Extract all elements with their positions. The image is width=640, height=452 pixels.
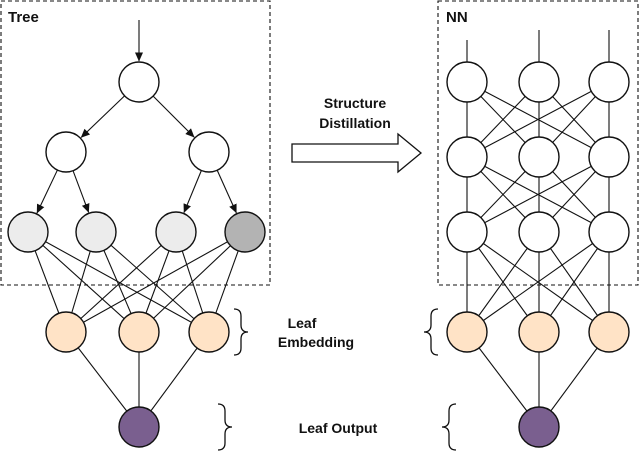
tree-output-node [118, 406, 160, 448]
tree-internal-node [45, 131, 87, 173]
leaf-embedding-brace-right [423, 308, 439, 356]
nn-edge [466, 81, 610, 158]
tree-embedding-node [188, 311, 230, 353]
tree-leaf-node-selected [224, 211, 266, 253]
leaf-embedding-label-line1: Leaf [288, 315, 317, 331]
structure-distillation-arrow [291, 132, 423, 174]
nn-frame [437, 0, 639, 286]
leaf-output-label: Leaf Output [299, 420, 378, 436]
tree-edge [183, 170, 202, 214]
nn-output-node [518, 406, 560, 448]
tree-leaf-node [7, 211, 49, 253]
nn-edge [466, 231, 610, 333]
nn-hidden-node [588, 136, 630, 178]
leaf-embedding-label-line2: Embedding [278, 334, 354, 350]
nn-edge [466, 156, 610, 233]
arrow-label-line2: Distillation [319, 115, 391, 131]
nn-hidden-node [518, 136, 560, 178]
leaf-to-embedding-edge [95, 231, 210, 333]
nn-title: NN [446, 9, 468, 26]
nn-embedding-node [446, 311, 488, 353]
nn-embedding-node [518, 311, 560, 353]
tree-leaf-node [155, 211, 197, 253]
nn-hidden-node [518, 61, 560, 103]
leaf-output-brace-right [441, 403, 457, 451]
leaf-embedding-brace-left [233, 308, 249, 356]
tree-embedding-node [118, 311, 160, 353]
tree-edge [36, 169, 58, 214]
tree-root-node [118, 61, 160, 103]
nn-embedding-node [588, 311, 630, 353]
tree-edge [72, 170, 90, 213]
leaf-to-embedding-edge [27, 231, 140, 333]
nn-hidden-node [446, 61, 488, 103]
nodes-layer [7, 61, 630, 448]
tree-title: Tree [8, 9, 39, 26]
tree-edge [80, 95, 125, 138]
nn-hidden-node [446, 136, 488, 178]
tree-leaf-node [75, 211, 117, 253]
tree-internal-node [188, 131, 230, 173]
arrow-label-line1: Structure [324, 95, 386, 111]
tree-edge [216, 170, 237, 214]
leaf-to-embedding-edge [138, 231, 246, 333]
tree-embedding-node [45, 311, 87, 353]
nn-hidden-node [588, 61, 630, 103]
leaf-to-embedding-edge [65, 231, 246, 333]
nn-hidden-node [588, 211, 630, 253]
nn-hidden-node [518, 211, 560, 253]
tree-frame [0, 0, 271, 286]
tree-edge [152, 95, 195, 138]
nn-hidden-node [446, 211, 488, 253]
leaf-to-embedding-edge [27, 231, 210, 333]
leaf-to-embedding-edge [65, 231, 177, 333]
leaf-output-brace-left [217, 403, 233, 451]
